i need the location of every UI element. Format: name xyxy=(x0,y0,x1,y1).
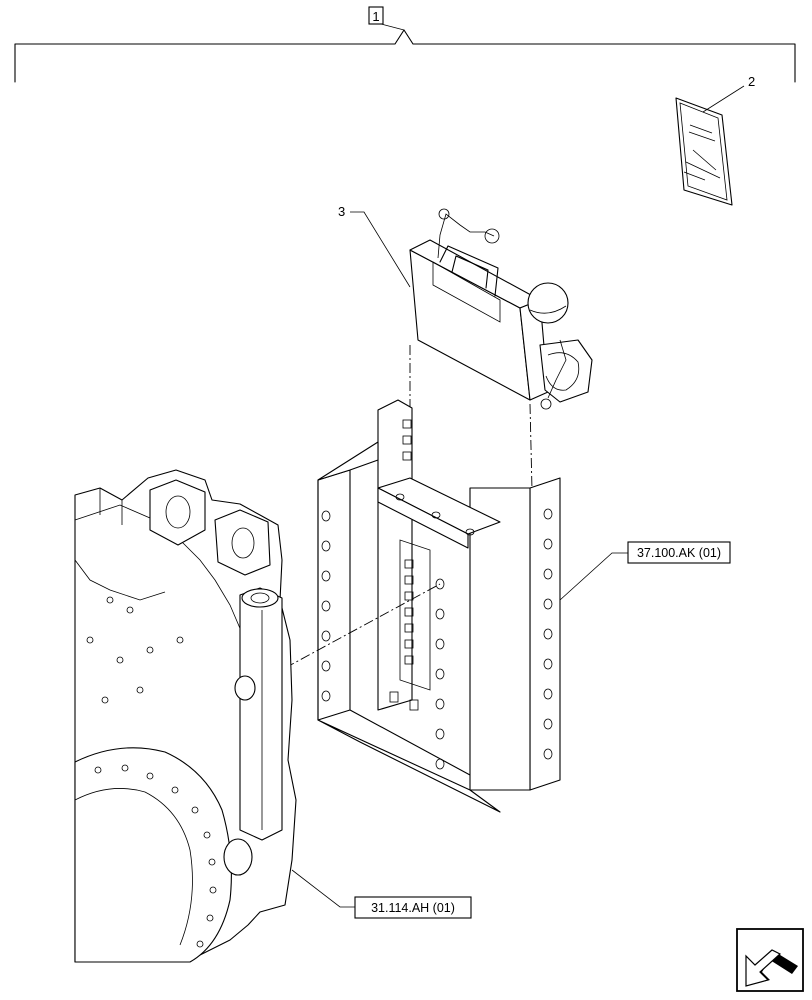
hitch-ball-part[interactable]: 3 xyxy=(338,204,593,491)
assembly-bracket xyxy=(14,29,796,83)
rear-axle-housing-part[interactable] xyxy=(74,469,355,963)
operator-manual-part[interactable]: 2 xyxy=(675,74,755,206)
ref-31-114-ah-box[interactable]: 31.114.AH (01) xyxy=(354,896,472,919)
ref-37-100-ak-label: 37.100.AK (01) xyxy=(637,546,721,560)
callout-1-box[interactable]: 1 xyxy=(368,6,384,25)
page-navigation-arrow-icon[interactable] xyxy=(736,928,804,992)
drawbar-frame-part[interactable] xyxy=(284,399,628,813)
callout-1-label: 1 xyxy=(372,9,379,24)
callout-2-label[interactable]: 2 xyxy=(748,74,755,89)
ref-37-100-ak-box[interactable]: 37.100.AK (01) xyxy=(627,541,731,564)
callout-3-label[interactable]: 3 xyxy=(338,204,345,219)
ref-31-114-ah-label: 31.114.AH (01) xyxy=(371,901,455,915)
